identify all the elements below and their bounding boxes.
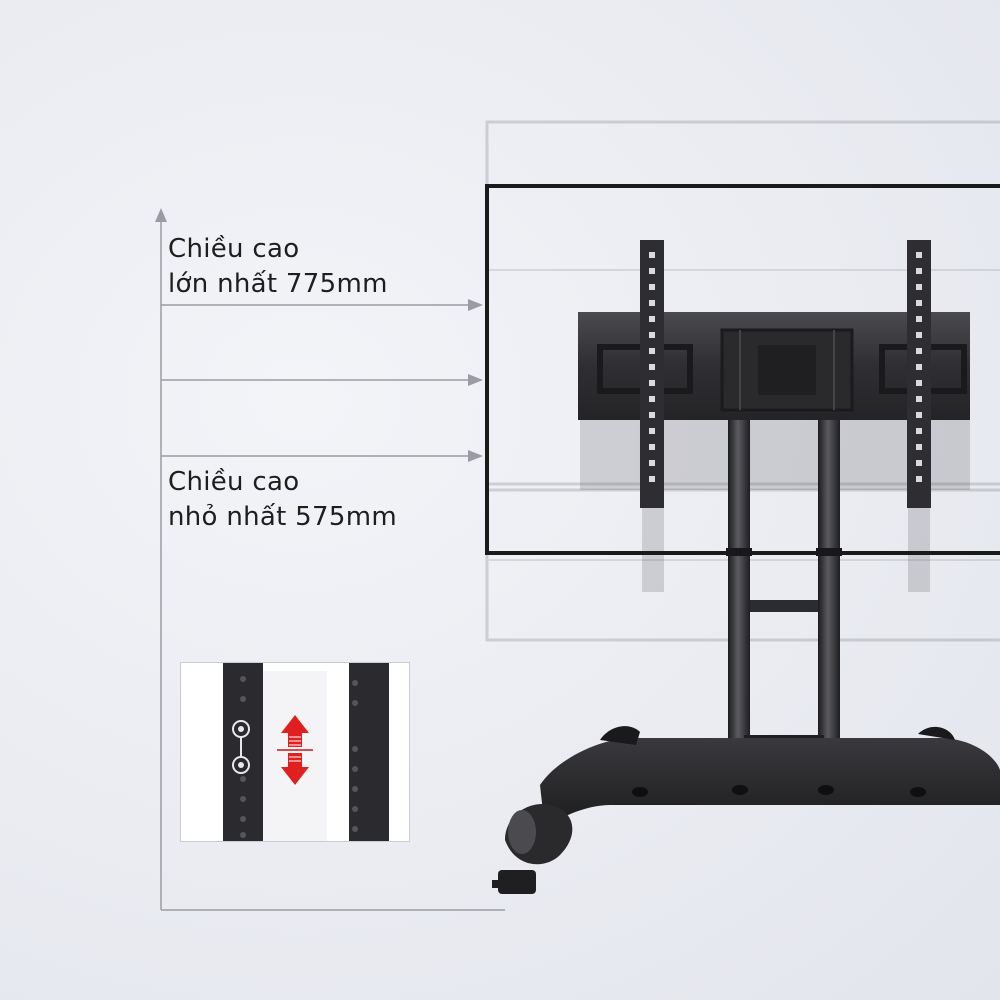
max-height-label-line2: lớn nhất 775mm [168, 269, 388, 299]
lock-bolts [232, 720, 250, 774]
adjust-arrow-icon [277, 715, 313, 785]
pole-detail-illustration [223, 663, 389, 841]
vesa-arm-left [640, 240, 664, 508]
max-height-label-line1: Chiều cao [168, 234, 300, 264]
min-height-label-line2: nhỏ nhất 575mm [168, 502, 397, 532]
max-height-label: Chiều cao lớn nhất 775mm [168, 232, 388, 302]
height-guide [155, 208, 505, 911]
pole-detail-inset [180, 662, 410, 842]
stand-base [492, 726, 1000, 894]
min-height-label-line1: Chiều cao [168, 467, 300, 497]
min-height-label: Chiều cao nhỏ nhất 575mm [168, 465, 397, 535]
vesa-arm-right [907, 240, 931, 508]
